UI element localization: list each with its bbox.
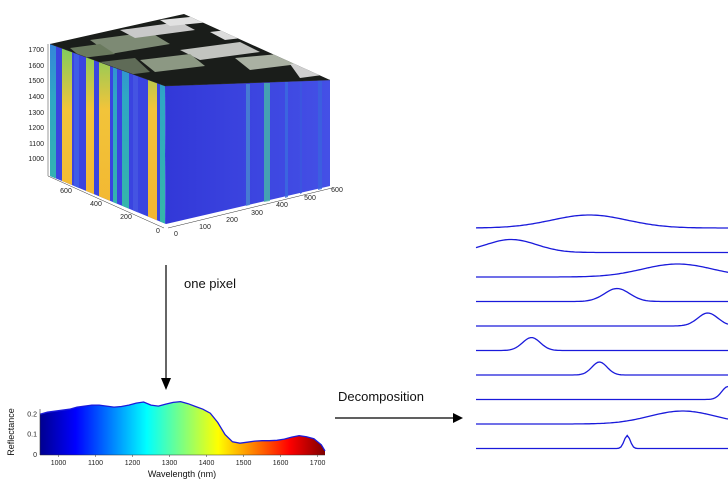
one-pixel-label: one pixel — [184, 276, 236, 291]
cube-right-face-streaks — [246, 81, 322, 206]
right-axis-tick: 100 — [199, 224, 211, 231]
x-tick-label: 1400 — [199, 460, 215, 467]
y-tick-label: 0.2 — [27, 411, 37, 418]
component-curve — [475, 238, 728, 254]
height-tick: 1600 — [28, 63, 44, 70]
spectrum-line — [39, 400, 326, 452]
height-tick: 1100 — [29, 141, 44, 148]
x-tick-label: 1000 — [51, 460, 67, 467]
y-tick-label: 0.1 — [27, 432, 37, 439]
decomposition-label: Decomposition — [338, 389, 424, 404]
decomposition-arrow — [335, 413, 463, 423]
hyperspectral-cube: 1700 1600 1500 1400 1300 1200 1100 1000 … — [28, 14, 343, 238]
component-curve — [476, 385, 728, 401]
x-tick-label: 1500 — [236, 460, 252, 467]
spectrum-area — [40, 401, 325, 455]
component-curve — [476, 361, 728, 376]
one-pixel-arrow — [161, 265, 171, 390]
x-tick-label: 1600 — [273, 460, 289, 467]
component-curve — [476, 410, 728, 425]
left-axis-tick: 600 — [60, 188, 72, 195]
right-axis-tick: 200 — [226, 217, 238, 224]
height-tick: 1300 — [28, 110, 44, 117]
left-axis-tick: 200 — [120, 214, 132, 221]
component-curve — [476, 287, 728, 303]
component-curve — [476, 336, 728, 352]
x-ticks: 1000 1100 1200 1300 1400 1500 1600 1700 — [51, 455, 326, 467]
component-curve — [475, 214, 728, 229]
x-tick-label: 1200 — [125, 460, 141, 467]
x-axis-label: Wavelength (nm) — [148, 469, 216, 479]
x-tick-label: 1100 — [88, 460, 103, 467]
right-axis-tick: 600 — [331, 187, 343, 194]
right-axis-tick: 400 — [276, 202, 288, 209]
y-tick-label: 0 — [33, 452, 37, 459]
component-curve — [476, 434, 728, 450]
left-axis-tick: 400 — [90, 201, 102, 208]
y-ticks: 0 0.1 0.2 — [27, 411, 37, 459]
height-tick: 1200 — [28, 125, 44, 132]
height-tick: 1400 — [28, 94, 44, 101]
x-tick-label: 1300 — [162, 460, 178, 467]
height-tick: 1500 — [28, 78, 44, 85]
height-tick: 1700 — [28, 47, 44, 54]
height-tick: 1000 — [28, 156, 44, 163]
right-axis-tick: 0 — [174, 231, 178, 238]
component-curve — [476, 312, 728, 327]
component-curve — [476, 263, 728, 278]
left-axis-tick: 0 — [156, 228, 160, 235]
decomposed-components — [475, 214, 728, 450]
right-axis-tick: 500 — [304, 195, 316, 202]
x-tick-label: 1700 — [310, 460, 326, 467]
spectrum-chart: 1000 1100 1200 1300 1400 1500 1600 1700 0 0.1 0.2… — [6, 400, 326, 479]
y-axis-label: Reflectance — [6, 408, 16, 456]
right-axis-tick: 300 — [251, 210, 263, 217]
